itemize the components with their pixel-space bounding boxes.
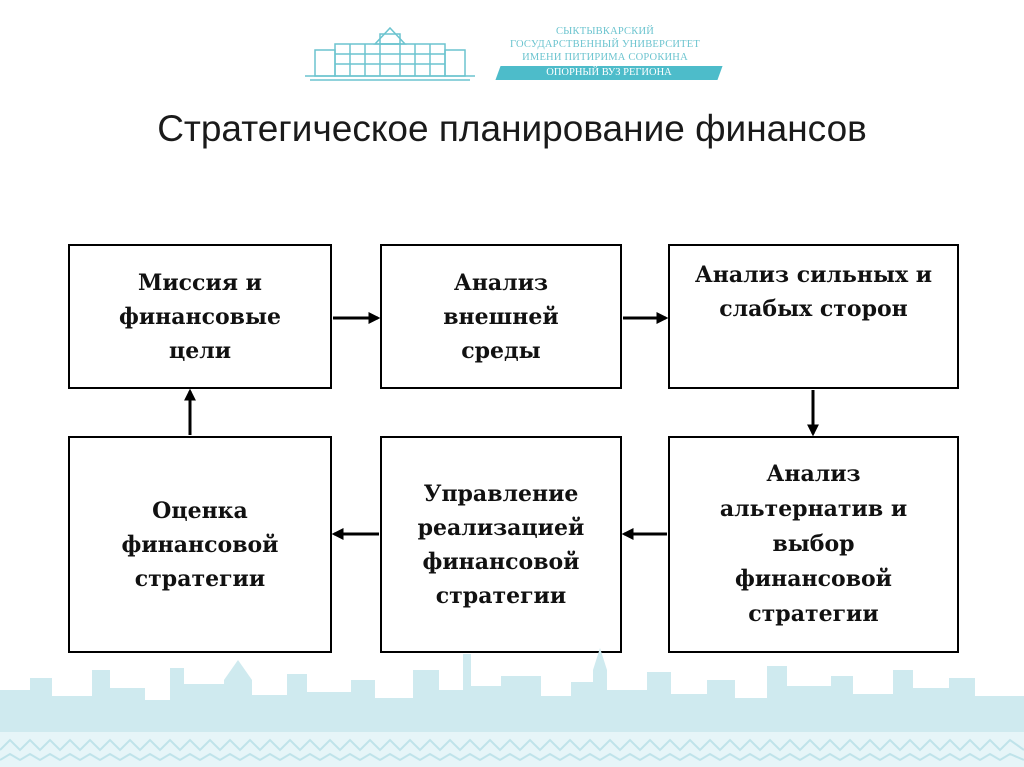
city-skyline-decoration xyxy=(0,648,1024,767)
logo-line-3: ИМЕНИ ПИТИРИМА СОРОКИНА xyxy=(522,52,688,63)
box-external-analysis-label: Анализ внешней среды xyxy=(443,269,559,364)
box-strategy-implementation-label: Управление реализацией финансовой страте… xyxy=(417,480,585,609)
box-mission-goals-label: Миссия и финансовые цели xyxy=(118,269,282,364)
box-swot-analysis-label: Анализ сильных и слабых сторон xyxy=(694,262,933,322)
box-strategy-implementation: Управление реализацией финансовой страте… xyxy=(380,436,622,653)
box-strategy-evaluation-label: Оценка финансовой стратегии xyxy=(121,497,279,592)
box-mission-goals: Миссия и финансовые цели xyxy=(68,244,332,389)
box-external-analysis: Анализ внешней среды xyxy=(380,244,622,389)
box-alternatives-choice: Анализ альтернатив и выбор финансовой ст… xyxy=(668,436,959,653)
slide-title: Стратегическое планирование финансов xyxy=(157,108,867,149)
box-strategy-evaluation: Оценка финансовой стратегии xyxy=(68,436,332,653)
university-building-icon xyxy=(305,26,475,81)
university-logo: СЫКТЫВКАРСКИЙ ГОСУДАРСТВЕННЫЙ УНИВЕРСИТЕ… xyxy=(300,20,730,86)
box-swot-analysis: Анализ сильных и слабых сторон xyxy=(668,244,959,389)
box-alternatives-choice-label: Анализ альтернатив и выбор финансовой ст… xyxy=(719,461,908,627)
logo-line-1: СЫКТЫВКАРСКИЙ xyxy=(555,26,655,37)
logo-tagline: ОПОРНЫЙ ВУЗ РЕГИОНА xyxy=(546,67,672,78)
logo-line-2: ГОСУДАРСТВЕННЫЙ УНИВЕРСИТЕТ xyxy=(509,39,701,50)
